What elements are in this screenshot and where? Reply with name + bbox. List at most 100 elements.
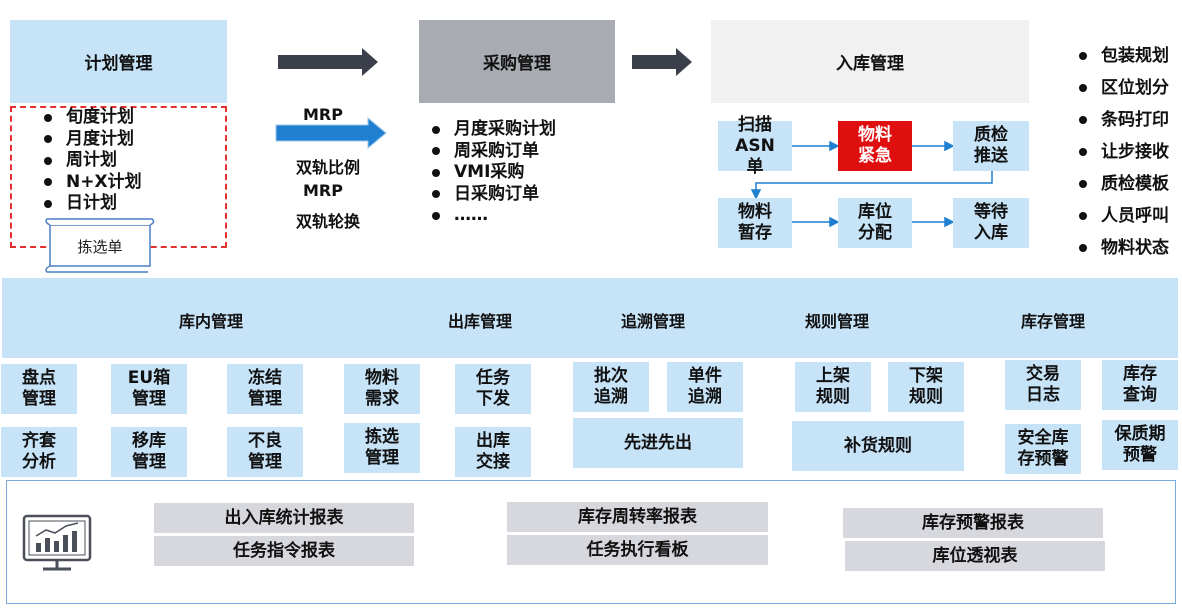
qc-push-label: 质检 推送 [974, 125, 1008, 166]
module-demand[interactable]: 物料 需求 [344, 364, 420, 414]
feature-item: 人员呼叫 [1077, 200, 1169, 232]
purchase-item: 周采购订单 [430, 141, 556, 163]
module-trade-log[interactable]: 交易 日志 [1005, 360, 1081, 410]
plan-item: 月度计划 [42, 129, 142, 151]
report-task-board[interactable]: 任务执行看板 [507, 535, 768, 565]
arrow-purchase-to-inbound [632, 48, 692, 76]
inbound-management-title: 入库管理 [836, 54, 904, 74]
module-label: 批次 追溯 [594, 366, 628, 407]
module-stock-query[interactable]: 库存 查询 [1102, 360, 1178, 410]
module-label: 冻结 管理 [248, 368, 282, 409]
module-label: 补货规则 [844, 435, 912, 456]
report-location-pivot[interactable]: 库位透视表 [845, 541, 1105, 571]
report-label: 任务执行看板 [586, 539, 689, 560]
plan-item: 日计划 [42, 193, 142, 215]
band-header-inventory: 库存管理 [1021, 312, 1086, 331]
purchase-item: 月度采购计划 [430, 119, 556, 141]
report-label: 任务指令报表 [233, 540, 335, 561]
wait-inbound-box[interactable]: 等待 入库 [953, 198, 1029, 248]
module-move[interactable]: 移库 管理 [111, 427, 187, 477]
module-label: 任务 下发 [476, 368, 510, 409]
report-label: 库存周转率报表 [578, 506, 697, 527]
temp-storage-label: 物料 暂存 [738, 202, 772, 243]
module-label: 上架 规则 [816, 366, 850, 407]
feature-list: 包装规划 区位划分 条码打印 让步接收 质检模板 人员呼叫 物料状态 [1077, 40, 1169, 264]
feature-item: 区位划分 [1077, 72, 1169, 104]
module-replenish-rule[interactable]: 补货规则 [792, 421, 964, 471]
module-freeze[interactable]: 冻结 管理 [227, 364, 303, 414]
module-safety-alert[interactable]: 安全库 存预警 [1005, 424, 1081, 474]
qc-push-box[interactable]: 质检 推送 [953, 121, 1029, 171]
module-label: 库存 查询 [1123, 364, 1157, 405]
module-label: 物料 需求 [365, 368, 399, 409]
module-label: 先进先出 [624, 432, 692, 453]
purchase-list: 月度采购计划 周采购订单 VMI采购 日采购订单 …… [430, 119, 556, 227]
pick-list-scroll-label: 拣选单 [77, 238, 123, 256]
arrow-plan-to-purchase [278, 48, 378, 76]
module-task-issue[interactable]: 任务 下发 [455, 364, 531, 414]
band-header-warehouse: 库内管理 [179, 312, 244, 331]
band-header-rules: 规则管理 [805, 312, 870, 331]
scan-asn-label: 扫描 ASN 单 [735, 114, 775, 177]
report-turnover[interactable]: 库存周转率报表 [507, 502, 768, 532]
module-eu-box[interactable]: EU箱 管理 [111, 364, 187, 414]
plan-item: 旬度计划 [42, 107, 142, 129]
module-label: 不良 管理 [248, 431, 282, 472]
module-kit[interactable]: 齐套 分析 [1, 427, 77, 477]
report-stock-alert[interactable]: 库存预警报表 [843, 508, 1103, 538]
feature-item: 让步接收 [1077, 136, 1169, 168]
module-out-handover[interactable]: 出库 交接 [455, 427, 531, 477]
inbound-management-box[interactable]: 入库管理 [711, 20, 1029, 103]
module-label: 下架 规则 [909, 366, 943, 407]
report-task-order[interactable]: 任务指令报表 [154, 536, 414, 566]
mrp-line-mrp: MRP [303, 181, 343, 200]
band-header-outbound: 出库管理 [448, 312, 513, 331]
module-label: 交易 日志 [1026, 364, 1060, 405]
report-label: 库存预警报表 [922, 512, 1024, 533]
purchase-item: …… [430, 205, 556, 227]
temp-storage-box[interactable]: 物料 暂存 [718, 198, 792, 248]
mrp-line-dual-rotation: 双轨轮换 [296, 212, 361, 231]
module-defect[interactable]: 不良 管理 [227, 427, 303, 477]
module-label: 单件 追溯 [688, 366, 722, 407]
module-label: 盘点 管理 [22, 368, 56, 409]
reports-panel [6, 480, 1176, 604]
feature-item: 条码打印 [1077, 104, 1169, 136]
plan-management-box[interactable]: 计划管理 [10, 20, 227, 103]
mrp-line-dual-ratio: 双轨比例 [296, 158, 361, 177]
report-label: 出入库统计报表 [224, 507, 344, 528]
module-item-trace[interactable]: 单件 追溯 [667, 362, 743, 412]
scan-asn-box[interactable]: 扫描 ASN 单 [718, 115, 792, 177]
feature-item: 物料状态 [1077, 232, 1169, 264]
module-shelf-rule[interactable]: 上架 规则 [795, 362, 871, 412]
report-inout-stats[interactable]: 出入库统计报表 [154, 503, 414, 533]
plan-list: 旬度计划 月度计划 周计划 N+X计划 日计划 [42, 107, 142, 215]
report-label: 库位透视表 [932, 545, 1018, 566]
material-urgent-label: 物料 紧急 [858, 125, 892, 166]
purchase-item: 日采购订单 [430, 184, 556, 206]
module-shelf-life-alert[interactable]: 保质期 预警 [1102, 420, 1178, 470]
wait-inbound-label: 等待 入库 [974, 202, 1008, 243]
purchase-management-title: 采购管理 [483, 54, 551, 74]
module-label: 移库 管理 [132, 431, 166, 472]
module-label: 出库 交接 [476, 431, 510, 472]
material-urgent-box[interactable]: 物料 紧急 [838, 121, 912, 171]
module-label: 齐套 分析 [22, 431, 56, 472]
purchase-management-box[interactable]: 采购管理 [419, 20, 615, 103]
module-label: 拣选 管理 [365, 427, 399, 468]
module-count[interactable]: 盘点 管理 [1, 364, 77, 414]
module-label: 保质期 预警 [1114, 424, 1166, 465]
module-unshelf-rule[interactable]: 下架 规则 [888, 362, 964, 412]
plan-management-title: 计划管理 [84, 54, 153, 74]
plan-item: 周计划 [42, 150, 142, 172]
module-band [2, 278, 1178, 358]
module-batch-trace[interactable]: 批次 追溯 [573, 362, 649, 412]
module-fifo[interactable]: 先进先出 [573, 418, 743, 468]
feature-item: 质检模板 [1077, 168, 1169, 200]
plan-item: N+X计划 [42, 172, 142, 194]
mrp-label: MRP [303, 105, 343, 124]
location-assign-box[interactable]: 库位 分配 [838, 198, 912, 248]
module-pick[interactable]: 拣选 管理 [344, 423, 420, 473]
